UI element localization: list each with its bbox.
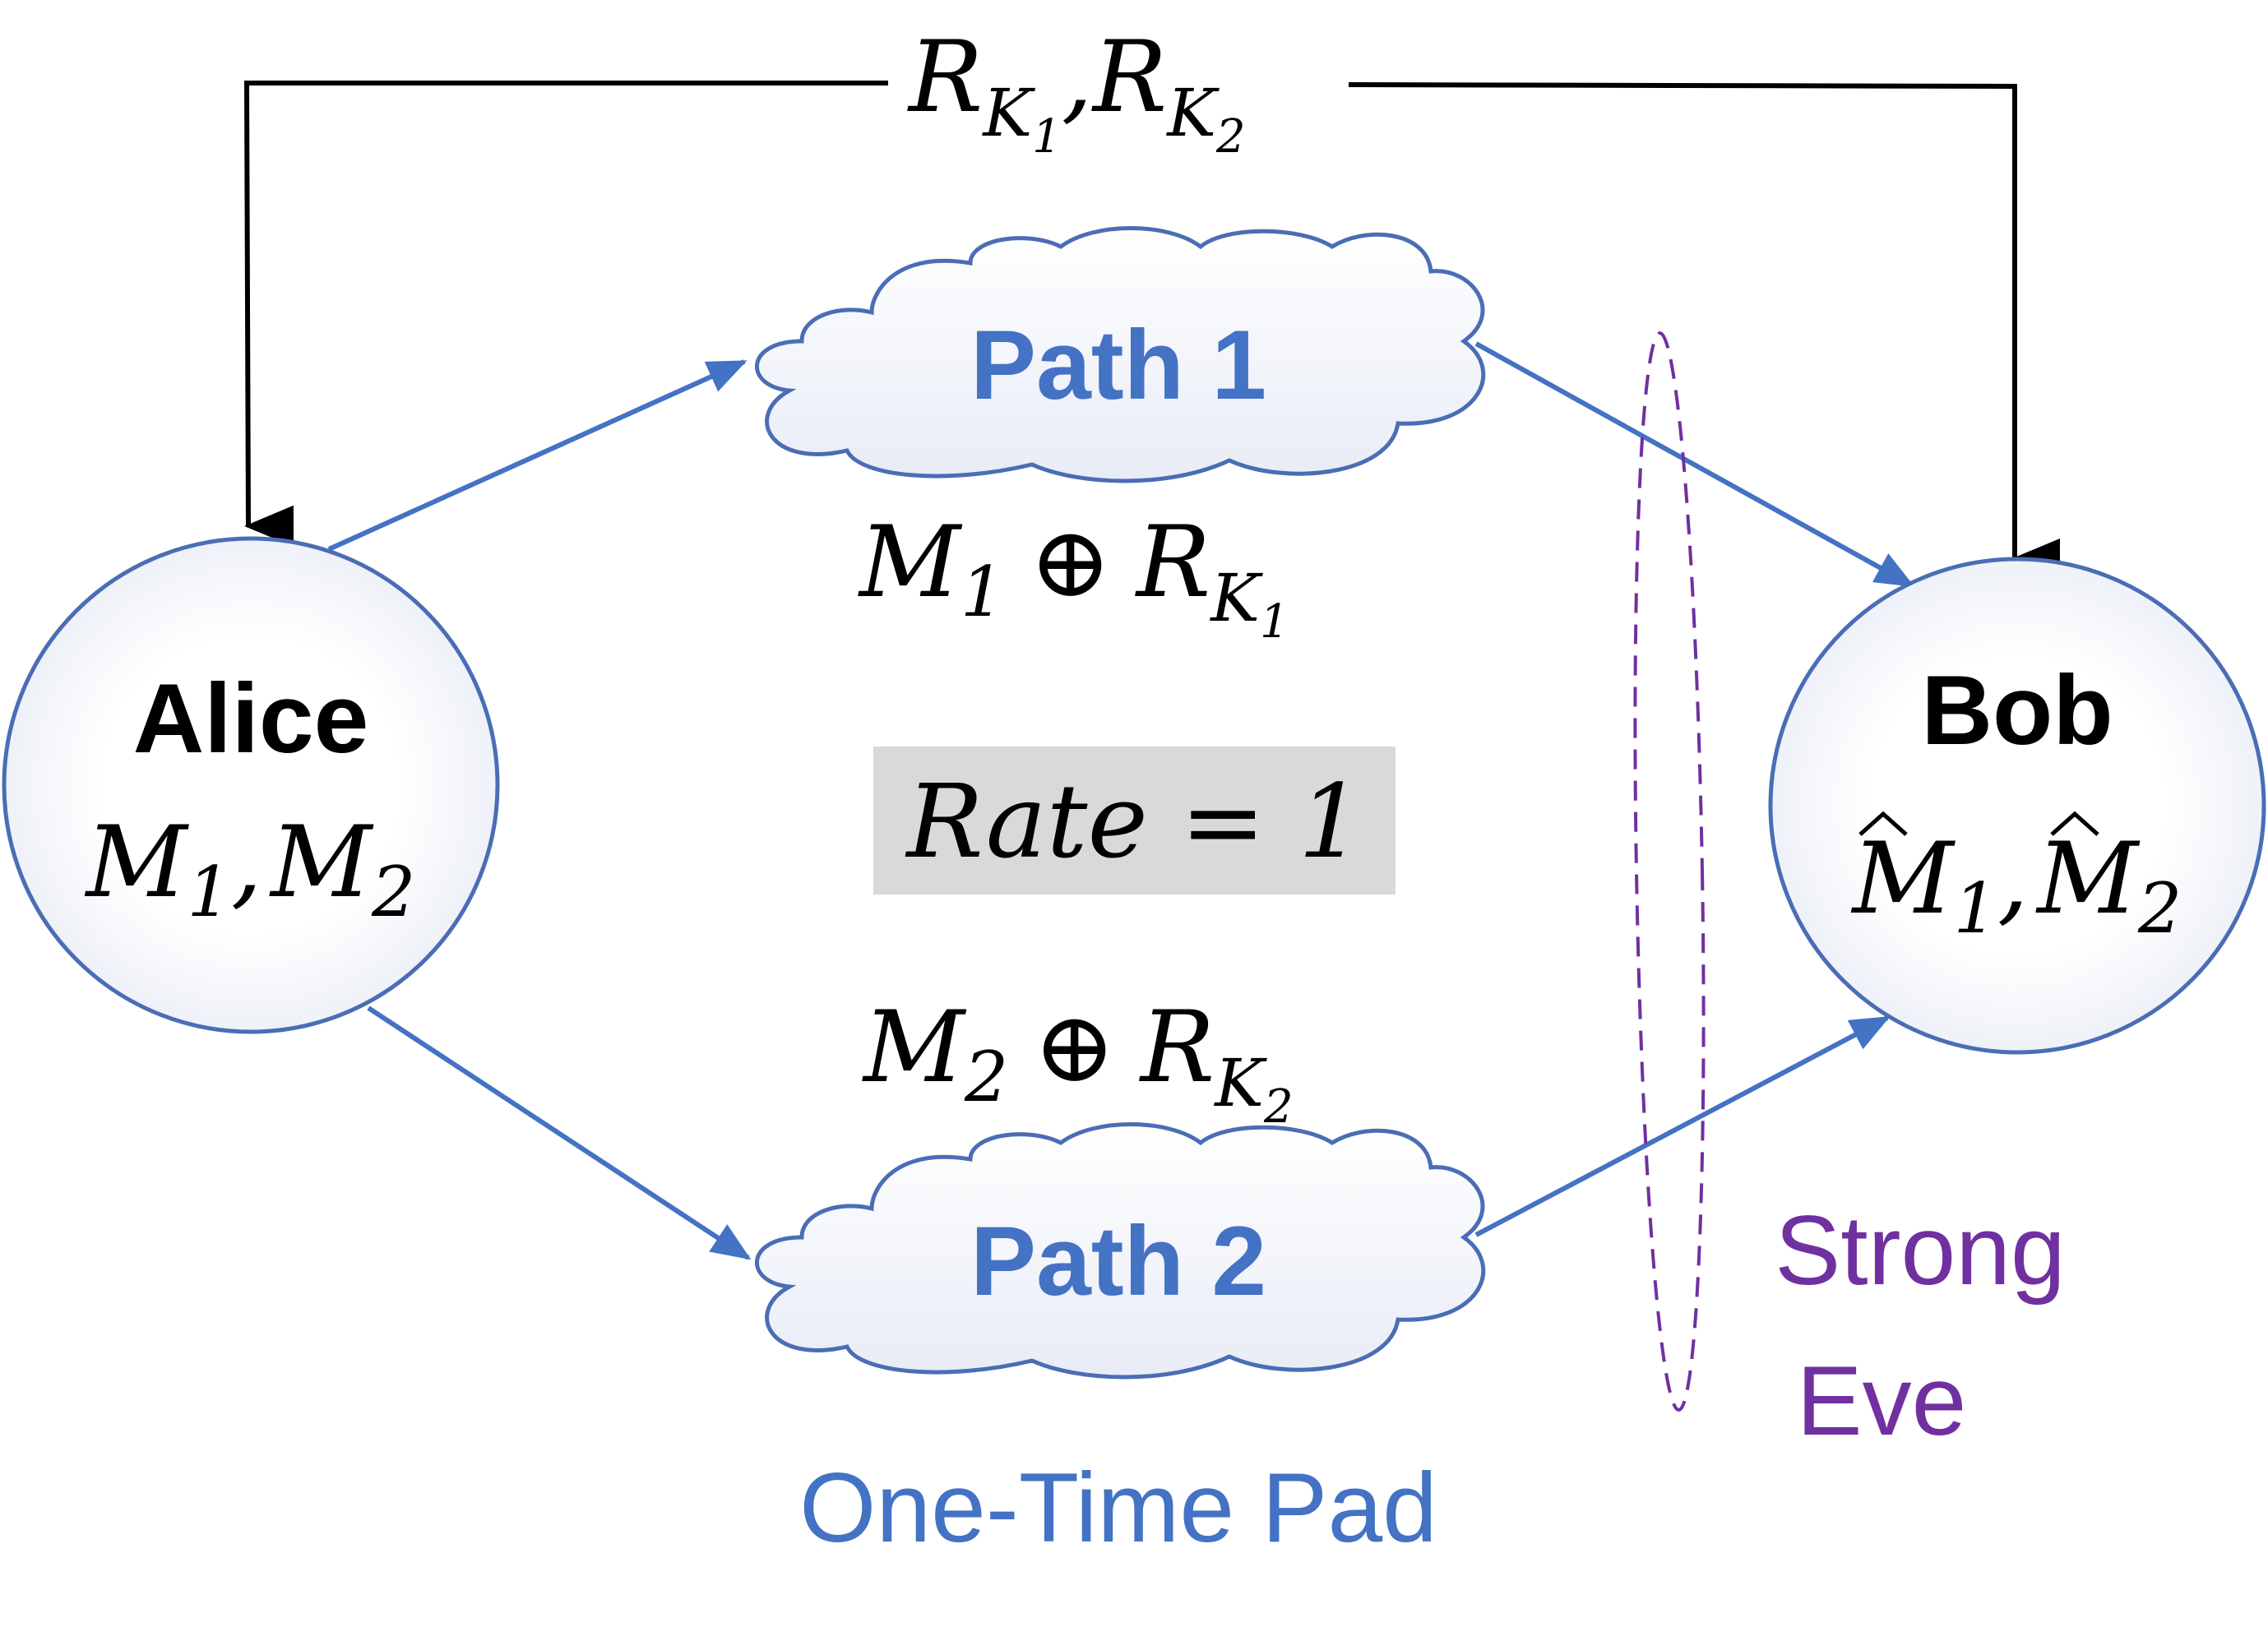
bob-estimates: M1,M2: [1851, 822, 2182, 949]
rate-text: Rate = 1: [905, 763, 1363, 881]
eve-label-line2: Eve: [1797, 1346, 1967, 1456]
alice-name: Alice: [133, 663, 369, 774]
path2-cloud: Path 2: [755, 1122, 1486, 1380]
path1-label: Path 1: [970, 310, 1266, 420]
cloud-shape: [755, 1122, 1486, 1380]
eve-cut-ellipse: [1633, 331, 1706, 1412]
cloud-shape: [755, 226, 1486, 483]
eve-label-line1: Strong: [1775, 1195, 2066, 1306]
arrow-alice-path1: [327, 359, 748, 552]
alice-node: Alice M1,M2: [2, 536, 500, 1034]
bob-node: Bob M1,M2: [1768, 557, 2266, 1055]
data-arrows: [327, 341, 1915, 1260]
arrow-path2-bob: [1474, 1015, 1891, 1237]
path1-equation: M1⊕RK1: [858, 506, 1289, 649]
rate-box-bg: [873, 747, 1396, 894]
bob-name: Bob: [1921, 655, 2113, 765]
path1-cloud: Path 1: [755, 226, 1486, 483]
path2-label: Path 2: [970, 1206, 1266, 1316]
arrow-alice-path2: [367, 1005, 752, 1260]
key-channel: RK1,RK2: [243, 21, 2060, 580]
hat-icon: [1858, 811, 1908, 836]
alice-circle: [2, 536, 500, 1034]
key-line-left: [243, 81, 888, 547]
arrow-path1-bob: [1474, 341, 1915, 588]
key-label: RK1,RK2: [907, 21, 1246, 164]
path2-equation: M2⊕RK2: [862, 991, 1294, 1134]
hat-icon: [2050, 811, 2099, 836]
alice-messages: M1,M2: [85, 806, 416, 932]
rate-box: Rate = 1: [873, 747, 1396, 894]
bob-circle: [1768, 557, 2266, 1055]
key-line-right: [1348, 82, 2060, 580]
scheme-label: One-Time Pad: [799, 1453, 1437, 1563]
